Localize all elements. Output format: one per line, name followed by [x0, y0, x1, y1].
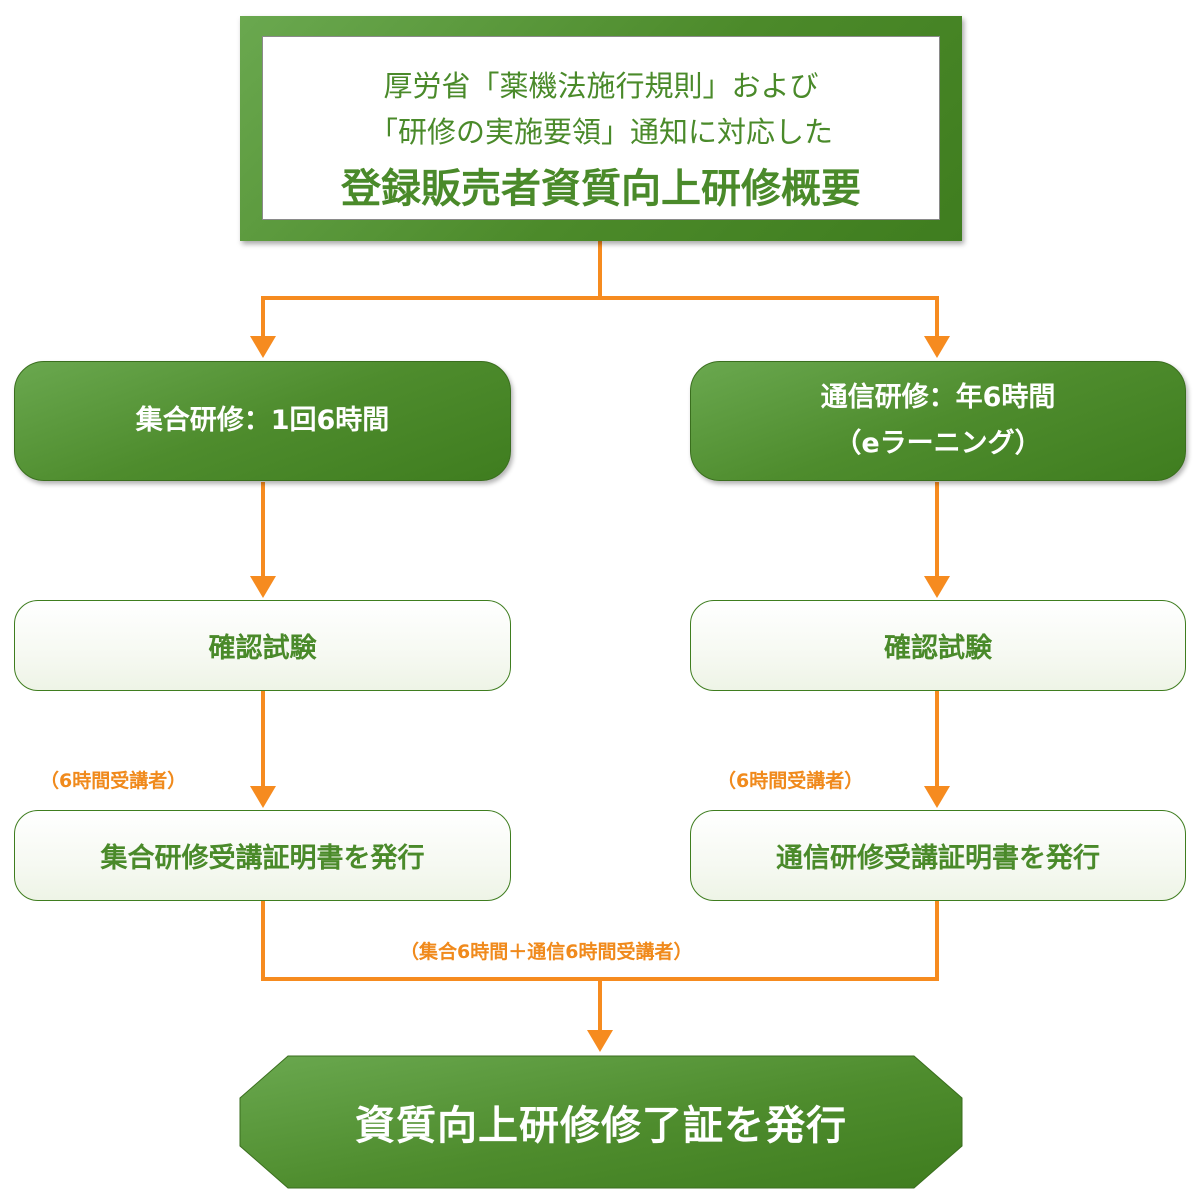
right-exam-box: 確認試験: [690, 600, 1186, 691]
group-training-box: 集合研修：1回6時間: [14, 361, 511, 481]
group-training-label: 集合研修：1回6時間: [135, 405, 390, 436]
group-certificate-label: 集合研修受講証明書を発行: [100, 843, 425, 874]
arrowhead-top-right: [924, 336, 950, 358]
arrowhead-right-cert: [924, 786, 950, 808]
title-subline-1: 厚労省「薬機法施行規則」および: [383, 69, 819, 103]
final-certificate-box: 資質向上研修修了証を発行: [240, 1056, 962, 1188]
correspondence-training-box: 通信研修：年6時間 （eラーニング）: [690, 361, 1186, 481]
arrowhead-right-exam: [924, 576, 950, 598]
group-certificate-box: 集合研修受講証明書を発行: [14, 810, 511, 901]
right-exam-label: 確認試験: [884, 633, 992, 664]
left-attendee-note: （6時間受講者）: [40, 770, 187, 792]
title-inner-panel: 厚労省「薬機法施行規則」および 「研修の実施要領」通知に対応した 登録販売者資質…: [262, 36, 940, 220]
arrowhead-left-cert: [250, 786, 276, 808]
title-box: 厚労省「薬機法施行規則」および 「研修の実施要領」通知に対応した 登録販売者資質…: [240, 16, 962, 241]
correspondence-certificate-label: 通信研修受講証明書を発行: [776, 843, 1100, 874]
correspondence-training-label-2: （eラーニング）: [834, 428, 1042, 459]
final-octagon-shape: [239, 1055, 963, 1189]
right-attendee-note: （6時間受講者）: [717, 770, 864, 792]
arrowhead-top-left: [250, 336, 276, 358]
left-exam-box: 確認試験: [14, 600, 511, 691]
correspondence-certificate-box: 通信研修受講証明書を発行: [690, 810, 1186, 901]
arrowhead-final: [587, 1030, 613, 1052]
left-exam-label: 確認試験: [208, 633, 317, 664]
final-certificate-label: 資質向上研修修了証を発行: [355, 1103, 847, 1149]
title-subline-2: 「研修の実施要領」通知に対応した: [368, 115, 833, 149]
page-title: 登録販売者資質向上研修概要: [341, 166, 861, 212]
merge-attendee-note: （集合6時間＋通信6時間受講者）: [400, 941, 693, 963]
correspondence-training-label-1: 通信研修：年6時間: [820, 382, 1056, 413]
arrowhead-left-exam: [250, 576, 276, 598]
